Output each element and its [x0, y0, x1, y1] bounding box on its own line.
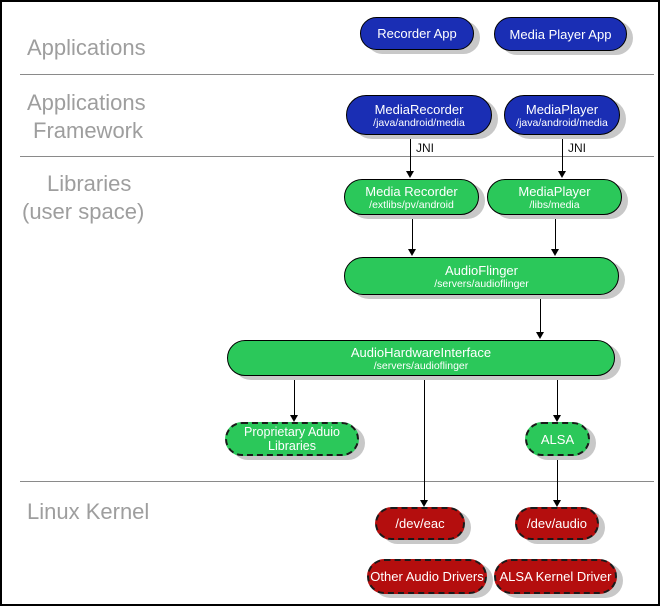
- node-mediarecorder-framework: MediaRecorder /java/android/media: [346, 95, 492, 135]
- arrowhead-to-dev-audio: [553, 500, 561, 507]
- node-recorder-app-label: Recorder App: [377, 26, 457, 41]
- node-dev-eac: /dev/eac: [375, 507, 465, 540]
- edge-alsa-dev-audio: [557, 456, 558, 501]
- arrowhead-to-audioflinger-right: [551, 249, 559, 256]
- node-mediaplayer-lib-path: /libs/media: [529, 198, 580, 211]
- node-recorder-app: Recorder App: [360, 17, 474, 50]
- layer-label-linux-kernel: Linux Kernel: [27, 499, 150, 524]
- node-alsa: ALSA: [525, 422, 590, 456]
- edge-ahi-alsa: [557, 376, 558, 416]
- node-media-player-app: Media Player App: [494, 17, 627, 51]
- node-mediaplayer-lib-title: MediaPlayer: [518, 183, 591, 199]
- node-alsa-label: ALSA: [540, 431, 575, 447]
- divider-framework-libraries: [20, 156, 654, 157]
- arrowhead-to-media-recorder-lib: [406, 171, 414, 178]
- node-audio-hardware-interface: AudioHardwareInterface /servers/audiofli…: [227, 340, 615, 376]
- node-dev-eac-label: /dev/eac: [395, 516, 445, 531]
- node-other-audio-drivers: Other Audio Drivers: [367, 559, 487, 594]
- node-alsa-kernel-driver-label: ALSA Kernel Driver: [499, 569, 612, 584]
- edge-mediaplayer-jni-line: [562, 135, 563, 173]
- node-mediarecorder-framework-title: MediaRecorder: [374, 101, 464, 117]
- edge-mediarecorder-jni-line: [410, 135, 411, 173]
- edge-mediarecorderlib-audioflinger: [412, 215, 413, 250]
- node-media-player-app-label: Media Player App: [509, 26, 612, 42]
- node-alsa-kernel-driver: ALSA Kernel Driver: [494, 559, 617, 594]
- arrowhead-to-proprietary-libs: [290, 415, 298, 422]
- edge-mediaplayerlib-audioflinger: [555, 215, 556, 250]
- node-proprietary-audio-libraries-line1: Proprietary Aduio: [244, 425, 340, 439]
- node-audioflinger-path: /servers/audioflinger: [434, 277, 529, 290]
- layer-label-framework-line2: Framework: [33, 118, 144, 143]
- node-audio-hardware-interface-path: /servers/audioflinger: [373, 359, 469, 372]
- arrowhead-to-media-player-lib: [558, 171, 566, 178]
- node-media-recorder-lib: Media Recorder /extlibs/pv/android: [344, 179, 479, 215]
- node-dev-audio-label: /dev/audio: [527, 516, 587, 531]
- node-audio-hardware-interface-title: AudioHardwareInterface: [350, 344, 492, 360]
- node-mediaplayer-lib: MediaPlayer /libs/media: [487, 179, 622, 215]
- layer-label-libraries-line1: Libraries: [47, 171, 132, 196]
- node-mediaplayer-framework-title: MediaPlayer: [525, 101, 599, 117]
- node-mediaplayer-framework-path: /java/android/media: [516, 116, 608, 129]
- divider-applications-framework: [20, 74, 654, 75]
- edge-ahi-proprietary: [294, 376, 295, 416]
- jni-label-left: JNI: [416, 141, 434, 155]
- layer-label-libraries-line2: (user space): [22, 199, 145, 224]
- node-mediaplayer-framework: MediaPlayer /java/android/media: [504, 95, 620, 135]
- node-dev-audio: /dev/audio: [515, 507, 599, 540]
- layer-label-framework-line1: Applications: [27, 90, 146, 115]
- arrowhead-to-audio-hw-interface: [536, 332, 544, 339]
- node-media-recorder-lib-path: /extlibs/pv/android: [369, 198, 454, 211]
- node-media-recorder-lib-title: Media Recorder: [365, 183, 458, 199]
- node-mediarecorder-framework-path: /java/android/media: [373, 116, 465, 129]
- divider-libraries-kernel: [20, 481, 654, 482]
- arrowhead-to-dev-eac: [420, 500, 428, 507]
- node-proprietary-audio-libraries-line2: Libraries: [268, 439, 316, 453]
- jni-label-right: JNI: [568, 141, 586, 155]
- node-other-audio-drivers-label: Other Audio Drivers: [370, 569, 484, 584]
- arrowhead-to-audioflinger-left: [408, 249, 416, 256]
- arrowhead-to-alsa: [553, 415, 561, 422]
- edge-ahi-dev-eac: [424, 376, 425, 501]
- node-audioflinger: AudioFlinger /servers/audioflinger: [344, 257, 619, 295]
- layer-label-applications: Applications: [27, 35, 146, 60]
- node-proprietary-audio-libraries: Proprietary Aduio Libraries: [225, 422, 359, 456]
- node-audioflinger-title: AudioFlinger: [445, 262, 518, 278]
- edge-audioflinger-ahi: [540, 295, 541, 333]
